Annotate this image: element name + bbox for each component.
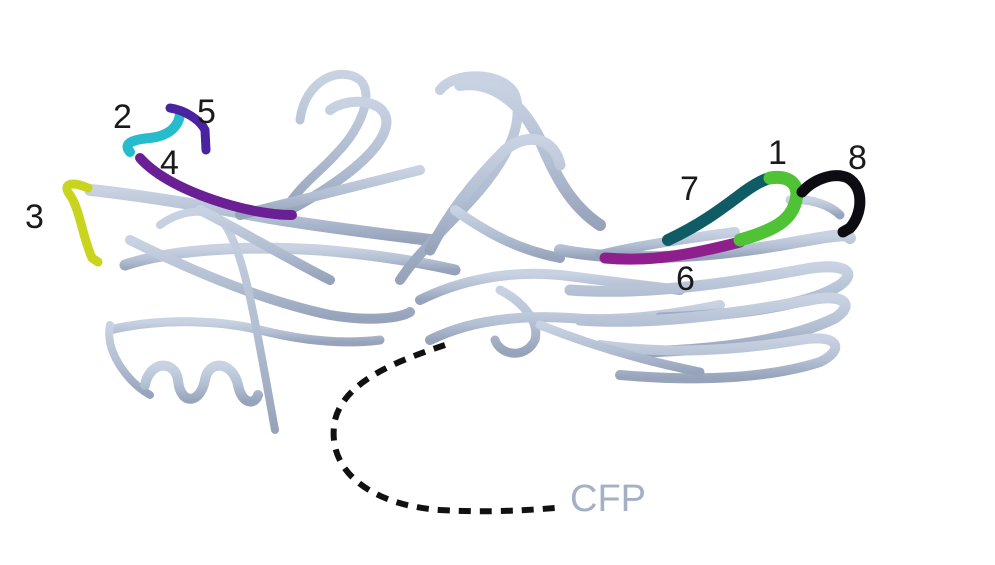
loop-label-5: 5 xyxy=(197,93,216,131)
loop-3-segment xyxy=(62,179,103,267)
loop-4-segment xyxy=(135,153,297,220)
loop-label-4: 4 xyxy=(160,144,179,182)
loop-label-2: 2 xyxy=(113,98,132,136)
loop-label-8: 8 xyxy=(848,139,867,177)
linker-dashed-line xyxy=(330,342,556,515)
cfp-terminus-label: CFP xyxy=(570,478,646,520)
loop-label-1: 1 xyxy=(768,134,787,172)
loop-label-6: 6 xyxy=(676,260,695,298)
loop-6-segment xyxy=(599,236,746,265)
loop-5-segment xyxy=(165,103,211,155)
loop-label-7: 7 xyxy=(680,170,699,208)
loop-label-3: 3 xyxy=(25,198,44,236)
loop-1-segment xyxy=(733,170,804,247)
highlighted-loops xyxy=(62,103,866,267)
loop-8-segment xyxy=(796,170,866,238)
loop-2-segment xyxy=(122,107,185,157)
loop-7-segment xyxy=(662,172,776,246)
